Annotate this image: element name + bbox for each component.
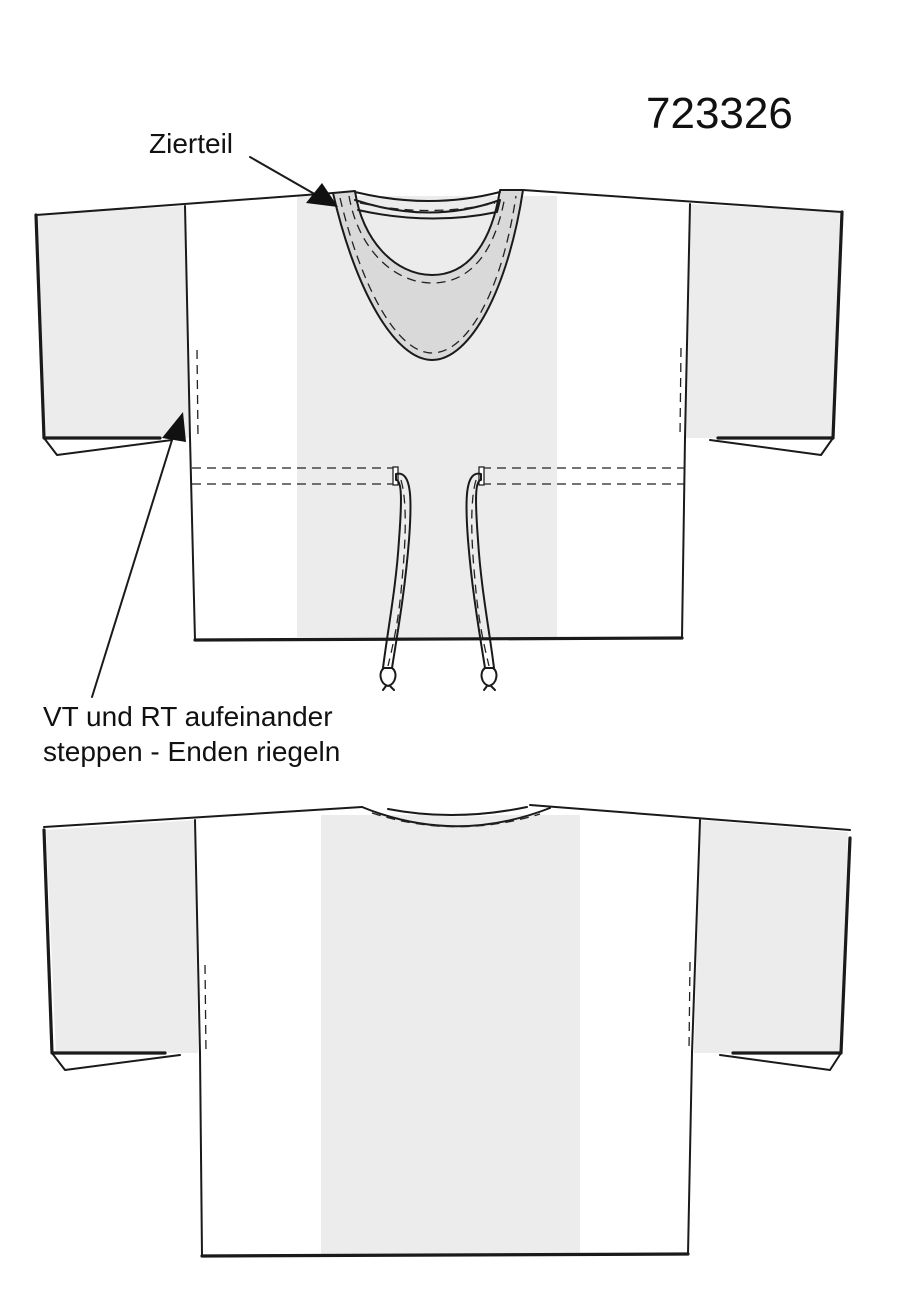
- front-left-sleeve-seam: [184, 205, 191, 439]
- back-view: [42, 804, 852, 1258]
- steppen-annotation: VT und RT aufeinander steppen - Enden ri…: [43, 699, 340, 769]
- back-shoulder-left: [43, 806, 363, 828]
- steppen-arrowhead: [162, 412, 186, 442]
- pattern-number: 723326: [646, 89, 793, 138]
- drawstring-right-knot: [480, 667, 498, 691]
- front-right-side-stitch: [679, 347, 682, 437]
- back-right-side-stitch: [688, 961, 691, 1051]
- front-view: [34, 156, 844, 698]
- steppen-annotation-line2: steppen - Enden riegeln: [43, 736, 341, 767]
- front-shoulder-left: [35, 192, 334, 216]
- back-left-sleeve-seam: [194, 819, 201, 1054]
- zierteil-label: Zierteil: [149, 128, 234, 159]
- front-left-sleeve-shade: [37, 206, 190, 438]
- back-shoulder-right: [529, 804, 851, 831]
- front-right-side: [681, 437, 686, 639]
- front-shoulder-right: [522, 189, 843, 213]
- back-neck-band: [361, 806, 551, 828]
- drawstring-left-knot: [379, 667, 397, 691]
- back-left-side-stitch: [204, 964, 207, 1054]
- back-center-panel-shade: [321, 815, 580, 1254]
- zierteil-arrowhead: [306, 183, 338, 207]
- zierteil-stitch-outer: [339, 195, 517, 354]
- back-left-sleeve-shade: [46, 820, 198, 1053]
- front-neck-band-stitch: [359, 202, 496, 212]
- back-hem: [200, 1252, 690, 1258]
- zierteil-stitch-inner: [348, 195, 506, 284]
- front-left-side-stitch: [196, 349, 199, 439]
- back-right-side: [687, 1052, 693, 1255]
- zierteil-leader: [249, 156, 319, 197]
- front-center-panel-shade: [297, 196, 557, 637]
- back-left-side: [199, 1052, 203, 1257]
- front-right-sleeve-seam: [684, 203, 691, 439]
- drawstring-right-stitch: [471, 479, 490, 667]
- zierteil-piece: [332, 189, 524, 361]
- back-neck-band-stitch: [371, 812, 541, 828]
- drawstring-left-stitch: [387, 479, 406, 667]
- front-left-cuff: [43, 437, 173, 456]
- back-left-cuff: [51, 1052, 181, 1071]
- steppen-annotation-line1: VT und RT aufeinander: [43, 701, 333, 732]
- front-right-sleeve-shade: [685, 204, 840, 438]
- back-right-cuff: [719, 1052, 842, 1071]
- back-right-sleeve-seam: [691, 819, 701, 1054]
- front-neck-band: [354, 191, 501, 220]
- front-right-cuff: [709, 437, 834, 456]
- front-left-side: [189, 437, 196, 641]
- back-neck-clear: [362, 806, 550, 817]
- steppen-leader: [91, 439, 173, 698]
- back-right-sleeve-shade: [694, 820, 848, 1053]
- front-hem: [193, 636, 684, 642]
- neck-clear: [330, 185, 524, 196]
